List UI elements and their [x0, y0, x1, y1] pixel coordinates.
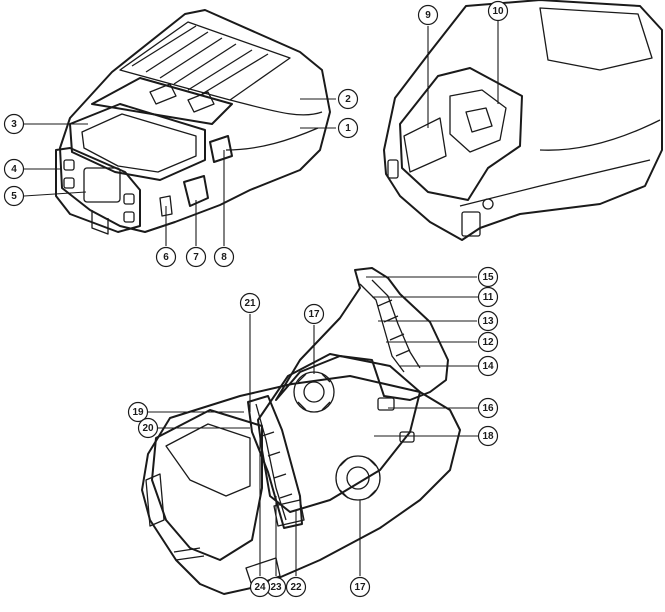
- callout-9: 9: [417, 4, 439, 26]
- callout-circle: [337, 88, 359, 110]
- callout-13: 13: [477, 310, 499, 332]
- callout-label: 16: [482, 403, 494, 414]
- callout-17b: 17: [349, 576, 371, 598]
- callout-label: 9: [425, 10, 431, 21]
- callout-label: 4: [11, 164, 17, 175]
- callout-label: 22: [290, 582, 302, 593]
- callout-circle: [3, 158, 25, 180]
- callout-16: 16: [477, 397, 499, 419]
- callout-6: 6: [155, 246, 177, 268]
- callout-22: 22: [285, 576, 307, 598]
- callout-label: 12: [482, 337, 494, 348]
- printer-back-view: [383, 0, 663, 241]
- callout-label: 19: [132, 407, 144, 418]
- callout-label: 24: [254, 582, 266, 593]
- callout-circle: [185, 246, 207, 268]
- callout-14: 14: [477, 355, 499, 377]
- callout-label: 15: [482, 272, 494, 283]
- callout-circle: [285, 576, 307, 598]
- callout-circle: [477, 397, 499, 419]
- callout-label: 23: [270, 582, 282, 593]
- callout-24: 24: [249, 576, 271, 598]
- callout-label: 17: [308, 309, 320, 320]
- callout-circle: [349, 576, 371, 598]
- callout-label: 21: [244, 298, 256, 309]
- callout-label: 7: [193, 252, 199, 263]
- callout-19: 19: [127, 401, 149, 423]
- callout-circle: [477, 355, 499, 377]
- callout-label: 3: [11, 119, 17, 130]
- callout-circle: [487, 0, 509, 22]
- callout-circle: [3, 113, 25, 135]
- callout-2: 2: [337, 88, 359, 110]
- callout-label: 20: [142, 423, 154, 434]
- callout-label: 10: [492, 6, 504, 17]
- callout-17a: 17: [303, 303, 325, 325]
- callout-label: 18: [482, 431, 494, 442]
- callout-15: 15: [477, 266, 499, 288]
- callout-12: 12: [477, 331, 499, 353]
- callout-label: 8: [221, 252, 227, 263]
- callout-circle: [127, 401, 149, 423]
- callout-21: 21: [239, 292, 261, 314]
- callout-circle: [477, 266, 499, 288]
- callout-11: 11: [477, 286, 499, 308]
- callout-circle: [477, 286, 499, 308]
- callout-circle: [337, 117, 359, 139]
- callout-10: 10: [487, 0, 509, 22]
- printer-front-view: [55, 9, 331, 235]
- callout-circle: [477, 425, 499, 447]
- callout-label: 11: [483, 292, 494, 303]
- callout-20: 20: [137, 417, 159, 439]
- callout-circle: [303, 303, 325, 325]
- callout-circle: [477, 310, 499, 332]
- callout-5: 5: [3, 185, 25, 207]
- callout-circle: [155, 246, 177, 268]
- callout-3: 3: [3, 113, 25, 135]
- callout-8: 8: [213, 246, 235, 268]
- printer-open-view: [141, 267, 461, 595]
- callout-4: 4: [3, 158, 25, 180]
- callout-label: 1: [345, 123, 351, 134]
- callout-7: 7: [185, 246, 207, 268]
- callout-circle: [239, 292, 261, 314]
- callout-label: 6: [163, 252, 169, 263]
- callout-label: 2: [345, 94, 351, 105]
- callout-circle: [213, 246, 235, 268]
- callout-circle: [249, 576, 271, 598]
- callout-label: 17: [354, 582, 366, 593]
- callout-circle: [477, 331, 499, 353]
- callout-circle: [3, 185, 25, 207]
- callout-1: 1: [337, 117, 359, 139]
- callout-label: 13: [482, 316, 494, 327]
- callout-label: 5: [11, 191, 17, 202]
- callout-18: 18: [477, 425, 499, 447]
- callout-circle: [417, 4, 439, 26]
- callout-circle: [137, 417, 159, 439]
- leader-lines: [23, 20, 499, 576]
- callout-label: 14: [482, 361, 494, 372]
